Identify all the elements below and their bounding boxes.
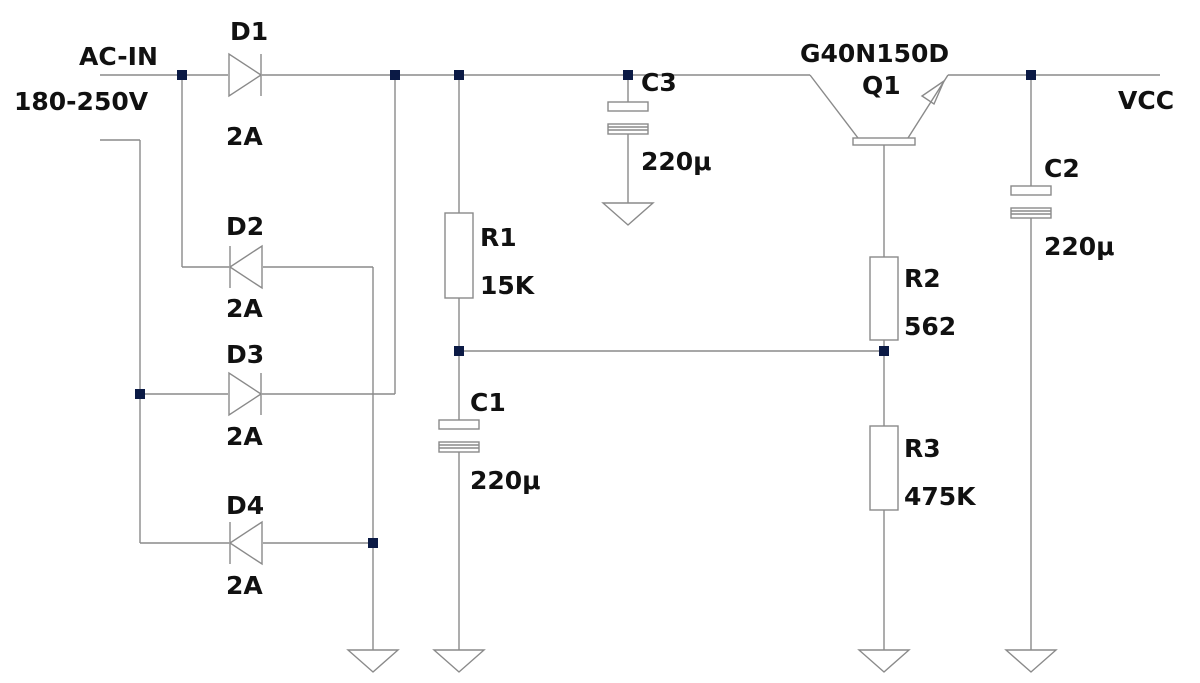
c3-ref-label: C3 [641,68,677,97]
c2-value-label: 220μ [1044,232,1115,261]
diode-d2 [229,245,263,289]
capacitor-c1 [438,419,480,453]
capacitor-c2 [1010,185,1052,219]
q1-part-label: G40N150D [800,39,950,68]
input-name-label: AC-IN [79,42,158,71]
resistor-r2 [869,256,899,341]
d2-ref-label: D2 [226,212,265,241]
r2-value-label: 562 [904,312,957,341]
transistor-q1 [809,74,949,146]
d3-value-label: 2A [226,422,263,451]
r1-value-label: 15K [480,271,535,300]
ground-symbols [346,202,1058,673]
resistor-r1 [444,212,474,299]
c1-value-label: 220μ [470,466,541,495]
r3-value-label: 475K [904,482,976,511]
diode-d1 [228,53,262,97]
q1-ref-label: Q1 [862,71,901,100]
r1-ref-label: R1 [480,223,517,252]
d2-value-label: 2A [226,294,263,323]
wires [100,74,1160,650]
capacitor-c3 [607,101,649,135]
d1-ref-label: D1 [230,17,269,46]
d1-value-label: 2A [226,122,263,151]
c2-ref-label: C2 [1044,154,1080,183]
input-rating-label: 180-250V [14,87,149,116]
d4-value-label: 2A [226,571,263,600]
d4-ref-label: D4 [226,491,265,520]
output-name-label: VCC [1118,86,1175,115]
diode-d3 [228,372,262,416]
r2-ref-label: R2 [904,264,941,293]
r3-ref-label: R3 [904,434,941,463]
c3-value-label: 220μ [641,147,712,176]
diode-d4 [229,521,263,565]
resistor-r3 [869,425,899,511]
c1-ref-label: C1 [470,388,506,417]
junction-dots [135,70,1036,548]
d3-ref-label: D3 [226,340,265,369]
